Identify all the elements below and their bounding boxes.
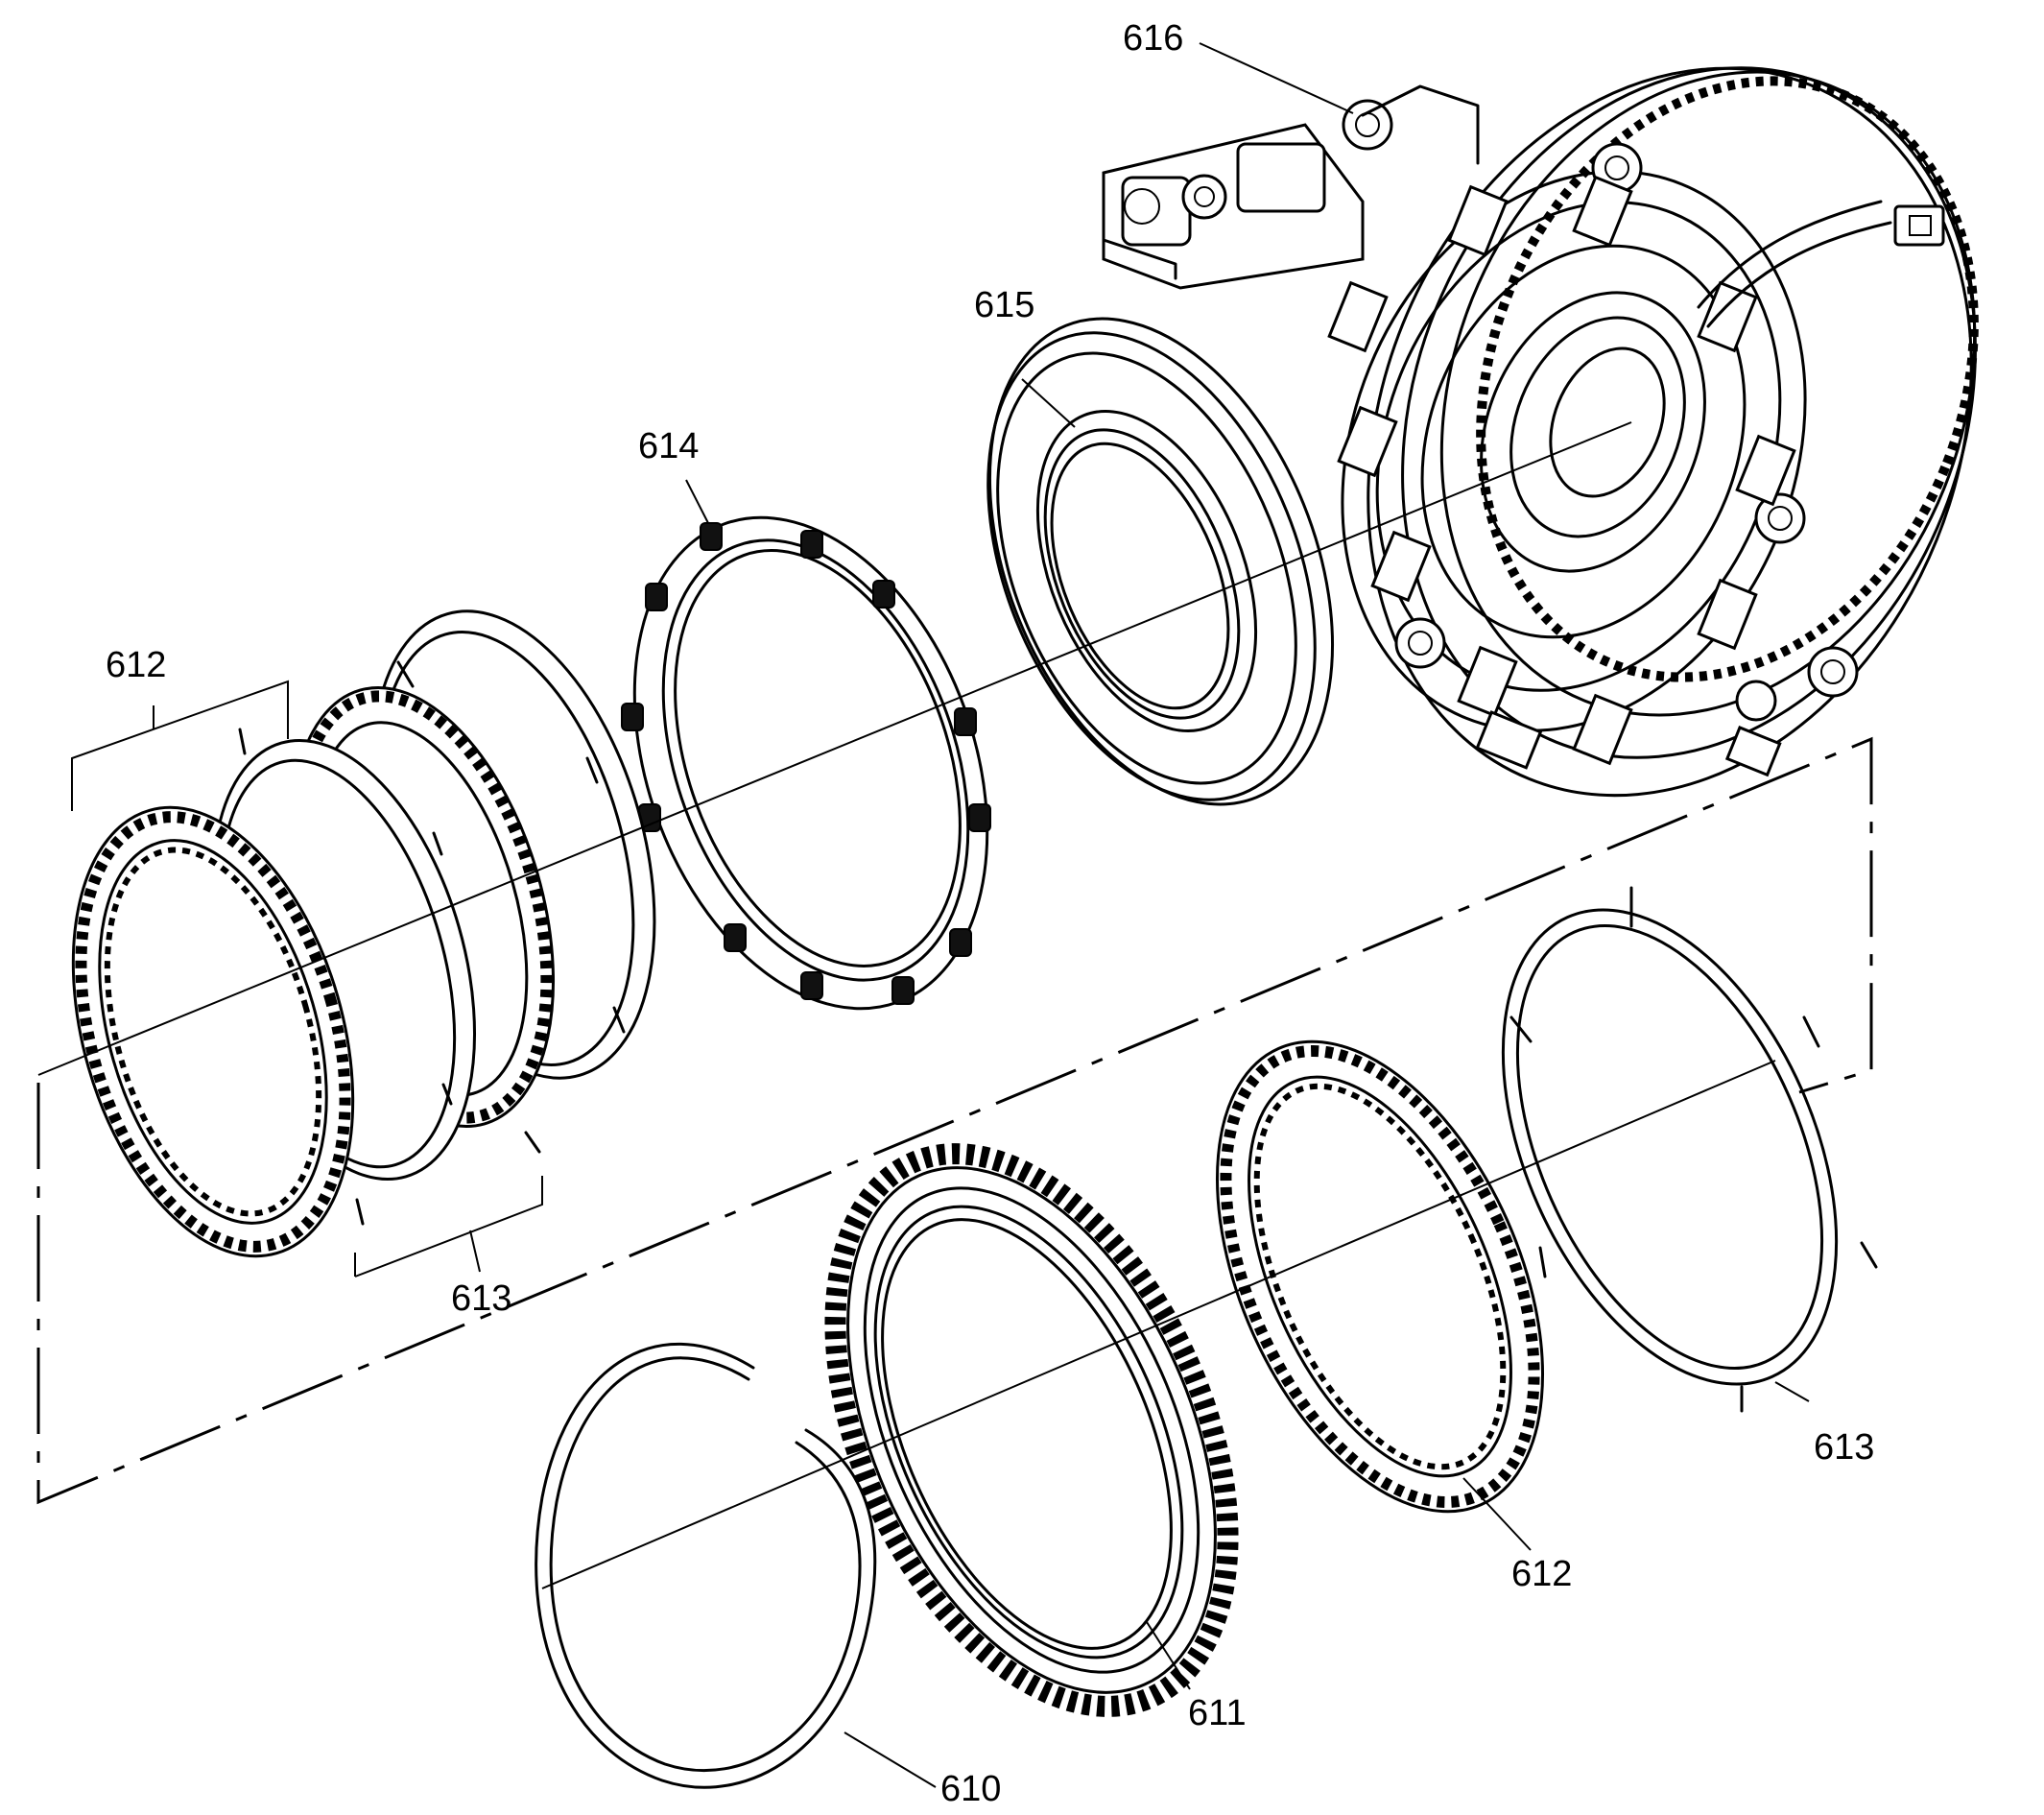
callout-610: 610 (940, 1769, 1001, 1809)
part-612-friction-plate-right (1216, 1039, 1544, 1514)
callout-labels: 616 615 614 612 613 613 612 611 610 (106, 18, 1874, 1809)
part-613-steel-plate-right (1501, 886, 1878, 1413)
callout-612-top: 612 (106, 645, 166, 685)
callout-616: 616 (1123, 18, 1183, 59)
part-612-friction-plate-front (71, 805, 355, 1258)
part-610-snap-ring (535, 1342, 877, 1789)
callout-615: 615 (974, 285, 1034, 325)
callout-612-bottom: 612 (1511, 1554, 1572, 1594)
assembly-axis (36, 421, 1873, 1589)
leader-lines (71, 42, 1810, 1788)
part-611-backing-plate (824, 1143, 1239, 1717)
part-614-spring-plate (621, 515, 991, 1011)
part-616-housing-assembly (1102, 66, 1979, 798)
callout-613-left: 613 (451, 1278, 511, 1319)
callout-614: 614 (638, 426, 699, 466)
part-615-piston (986, 317, 1334, 806)
callout-611: 611 (1188, 1693, 1247, 1733)
callout-613-right: 613 (1814, 1427, 1874, 1468)
